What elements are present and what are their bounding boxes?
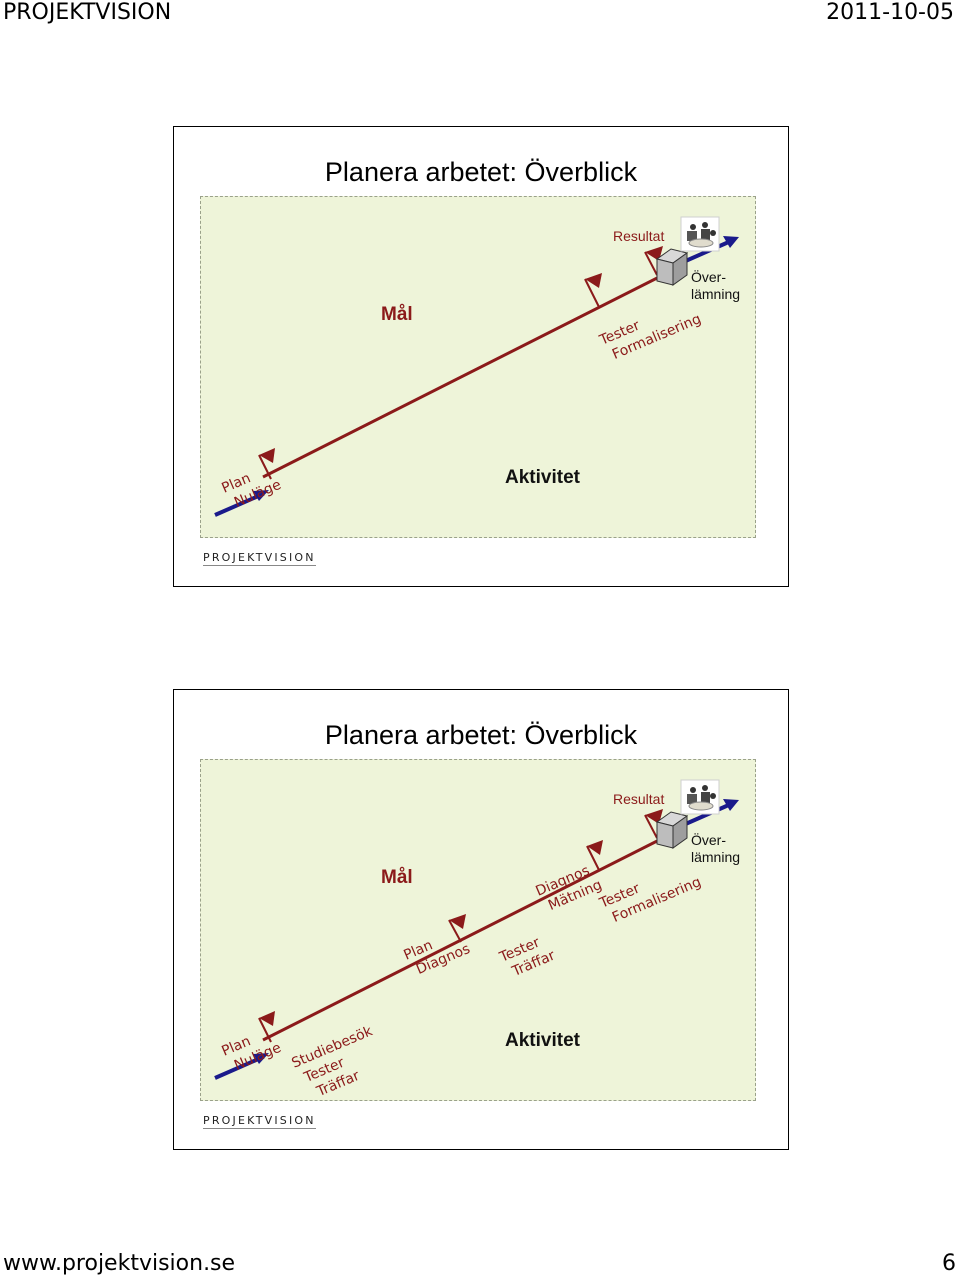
activity-label: Aktivitet <box>505 1030 580 1051</box>
handover-label: Över- lämning <box>691 832 740 866</box>
handover-line2: lämning <box>691 849 741 865</box>
flag-icon <box>644 809 663 839</box>
slide-1: Planera arbetet: Överblick <box>173 126 789 587</box>
timeline-line <box>262 832 672 1042</box>
activity-label: Aktivitet <box>505 467 580 488</box>
timeline-line <box>262 269 672 479</box>
slide-brand: PROJEKTVISION <box>203 1114 316 1129</box>
slide-title: Planera arbetet: Överblick <box>324 720 638 750</box>
timeline-panel: Mål Aktivitet Resultat Över- lämning Pla… <box>200 759 756 1101</box>
flag-icon <box>584 273 602 308</box>
end-arrow-head <box>723 236 739 248</box>
result-label: Resultat <box>613 228 665 244</box>
start-arrow <box>214 492 264 517</box>
header-brand: PROJEKTVISION <box>3 0 172 25</box>
meeting-illustration-icon <box>680 216 720 252</box>
page-number: 6 <box>942 1251 956 1276</box>
flag-icon <box>586 840 603 871</box>
start-arrow-head <box>253 1053 269 1064</box>
flag-icon <box>644 246 663 276</box>
start-arrow <box>214 1055 264 1080</box>
slide-brand: PROJEKTVISION <box>203 551 316 566</box>
goal-label: Mål <box>381 867 413 888</box>
header-date: 2011-10-05 <box>826 0 954 25</box>
result-label: Resultat <box>613 791 665 807</box>
timeline-panel: Mål Aktivitet Resultat Över- lämning Pla… <box>200 196 756 538</box>
handover-line1: Över- <box>691 832 726 848</box>
end-arrow <box>680 802 732 828</box>
flag-icon <box>258 448 275 480</box>
slide-title: Planera arbetet: Överblick <box>324 157 638 187</box>
goal-label: Mål <box>381 304 413 325</box>
handover-line2: lämning <box>691 286 741 302</box>
end-arrow-head <box>723 799 739 811</box>
handover-label: Över- lämning <box>691 269 740 303</box>
footer-url: www.projektvision.se <box>3 1251 236 1276</box>
flag-icon <box>258 1011 275 1043</box>
box-icon <box>655 248 689 286</box>
start-arrow-head <box>253 490 269 501</box>
handover-line1: Över- <box>691 269 726 285</box>
flag-icon <box>448 914 466 943</box>
meeting-illustration-icon <box>680 779 720 815</box>
slide-2: Planera arbetet: Överblick <box>173 689 789 1150</box>
end-arrow <box>680 239 732 265</box>
box-icon <box>655 811 689 849</box>
